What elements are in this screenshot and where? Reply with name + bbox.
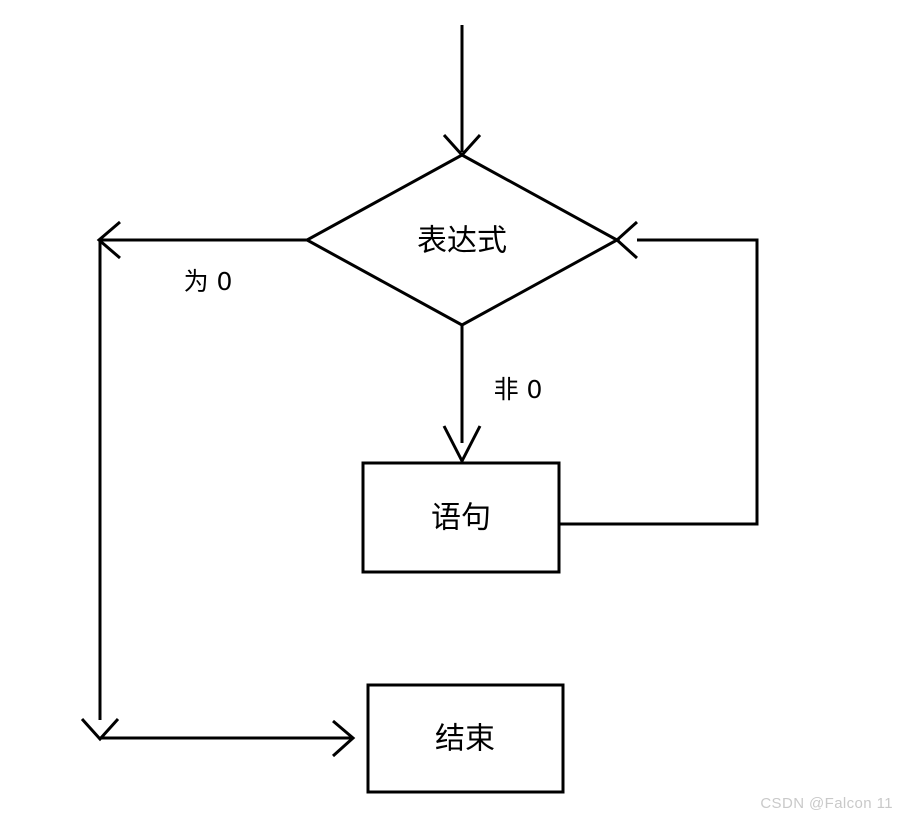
node-condition[interactable]: 表达式 — [303, 153, 621, 327]
connector-group — [80, 25, 759, 758]
node-statement[interactable]: 语句 — [361, 461, 561, 574]
connector-false-branch — [98, 238, 351, 740]
watermark: CSDN @Falcon 11 — [760, 795, 893, 812]
edge-label-false-branch: 为 0 — [184, 267, 233, 296]
end-box-shape — [366, 683, 565, 794]
edge-label-true-branch: 非 0 — [494, 375, 543, 404]
connector-loop-back — [559, 238, 759, 526]
decision-label: 表达式 — [417, 224, 507, 259]
arrowhead-false-branch — [80, 220, 356, 758]
statement-box-shape — [361, 461, 561, 574]
statement-label: 语句 — [431, 501, 491, 536]
end-label: 结束 — [435, 722, 495, 757]
arrowhead-true-branch-into-statement — [442, 425, 482, 465]
node-end[interactable]: 结束 — [366, 683, 565, 794]
decision-diamond-shape — [303, 153, 621, 327]
